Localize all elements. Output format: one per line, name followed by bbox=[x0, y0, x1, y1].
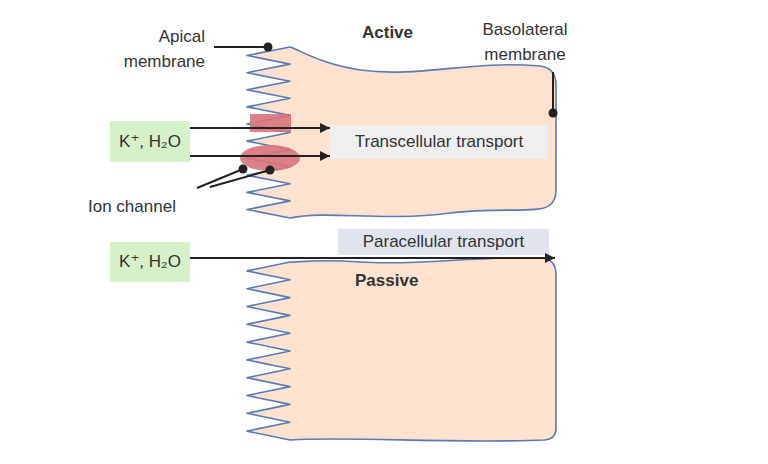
membrane-label: Basolateral membrane bbox=[460, 17, 590, 67]
node-text: Paracellular transport bbox=[363, 231, 525, 253]
node-text: K⁺, H₂O bbox=[119, 131, 181, 153]
leader-line bbox=[214, 46, 268, 48]
node-text: Transcellular transport bbox=[355, 131, 524, 153]
pathway-label-box: Paracellular transport bbox=[338, 229, 549, 255]
cell-membrane bbox=[247, 47, 556, 218]
node-text: K⁺, H₂O bbox=[119, 251, 181, 273]
cell-membrane bbox=[247, 258, 556, 441]
leader-dot bbox=[239, 165, 248, 174]
epithelial-cell: Passive bbox=[240, 250, 560, 445]
leader-line bbox=[197, 169, 243, 188]
cell-heading: Active bbox=[362, 22, 413, 44]
pathway-label-box: Transcellular transport bbox=[330, 125, 548, 159]
part-label: Ion channel bbox=[88, 194, 228, 219]
substance-box: K⁺, H₂O bbox=[110, 121, 190, 162]
substance-box: K⁺, H₂O bbox=[110, 242, 190, 282]
cell-heading: Passive bbox=[355, 270, 418, 292]
membrane-label: Apical membrane bbox=[100, 24, 205, 74]
